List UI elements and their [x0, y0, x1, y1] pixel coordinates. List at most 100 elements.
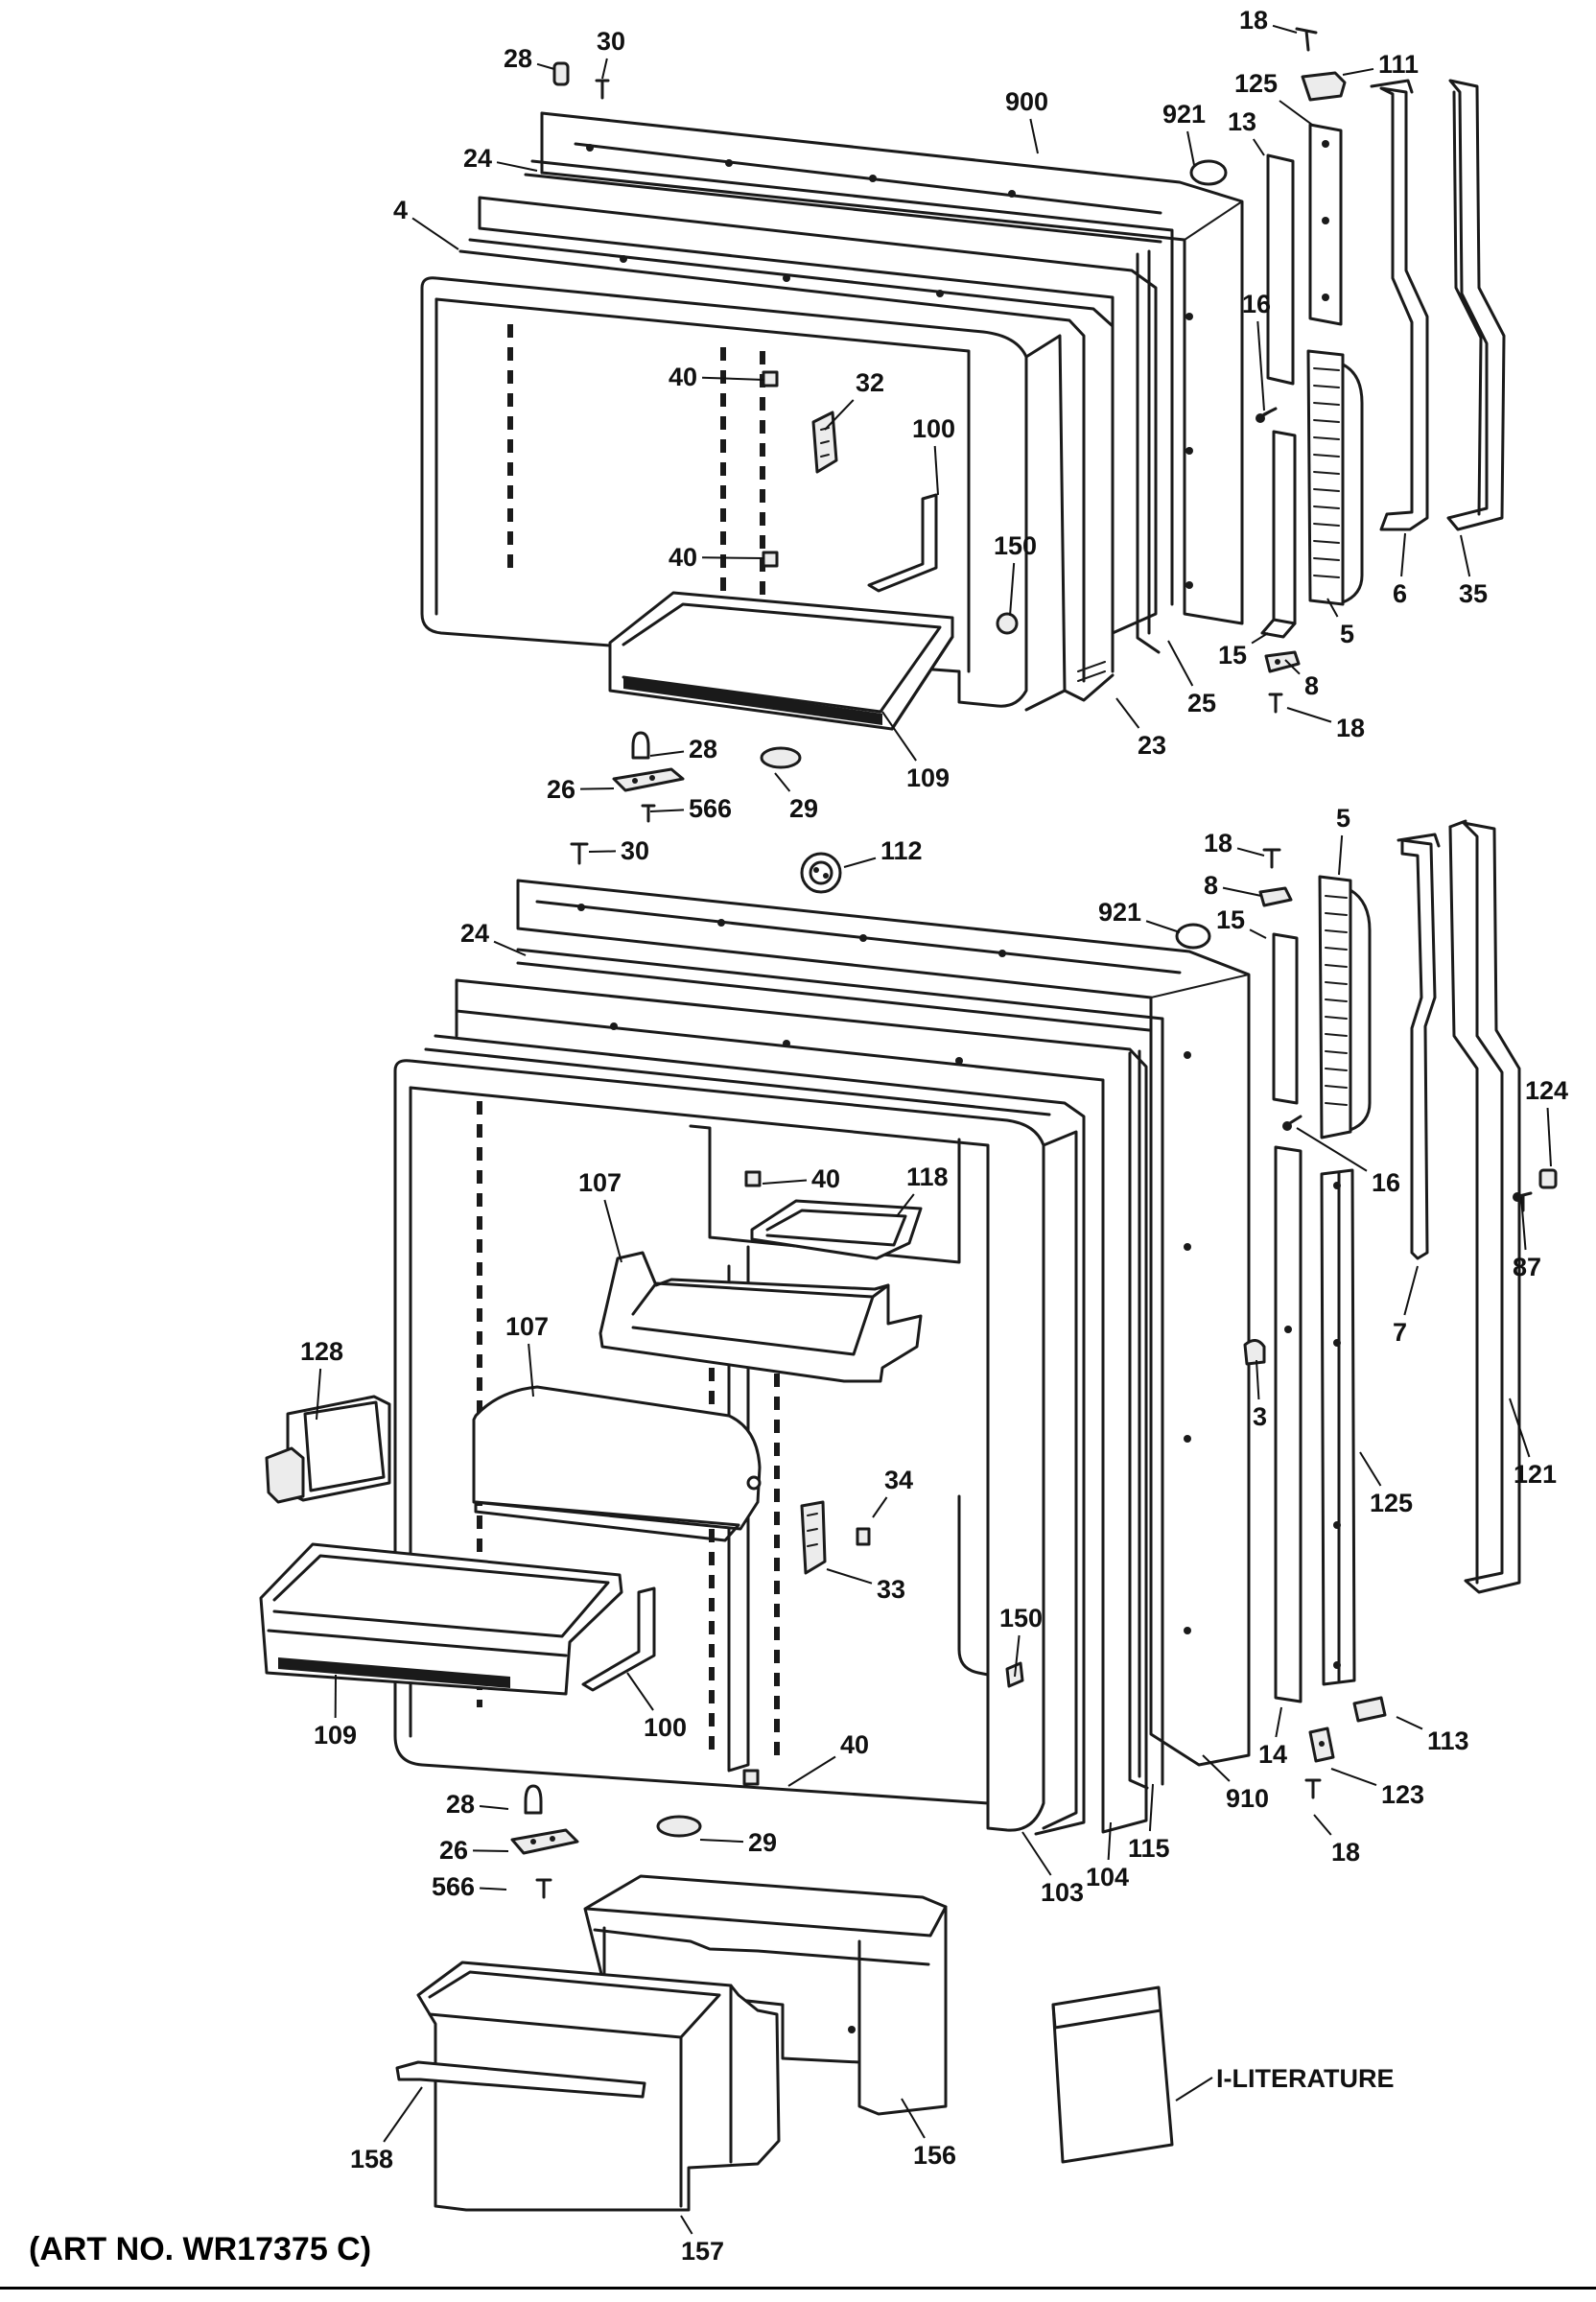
callout-c-18d: 18	[1313, 1814, 1360, 1867]
callout-c-157: 157	[680, 2215, 724, 2266]
fresh-food-dairy-door-107b	[472, 1385, 762, 1542]
callout-label: 5	[1340, 620, 1354, 648]
callout-label: 26	[439, 1836, 468, 1865]
callout-leader-line	[1330, 1768, 1377, 1786]
fresh-food-screw-87	[1513, 1191, 1533, 1212]
callout-c-8a: 8	[1284, 659, 1319, 700]
callout-leader-line	[1115, 697, 1140, 729]
callout-label: 33	[877, 1575, 905, 1604]
callout-leader-line	[699, 1839, 744, 1844]
fresh-food-bracket-8b	[1258, 886, 1293, 907]
callout-c-30b: 30	[588, 836, 649, 865]
callout-c-112: 112	[843, 836, 923, 868]
callout-leader-line	[1296, 1127, 1368, 1172]
callout-label: 4	[393, 196, 408, 224]
callout-c-33: 33	[826, 1568, 905, 1604]
callout-label: 121	[1514, 1460, 1557, 1489]
callout-label: 8	[1204, 871, 1218, 900]
callout-c-24b: 24	[460, 919, 527, 956]
callout-leader-line	[473, 1849, 509, 1852]
callout-leader-line	[479, 1805, 509, 1810]
callout-label: 28	[504, 44, 532, 73]
fresh-food-seal-strip-115	[1128, 1049, 1149, 1790]
callout-c-15b: 15	[1216, 905, 1267, 939]
callout-c-150b: 150	[999, 1604, 1043, 1678]
callout-c-35: 35	[1459, 534, 1488, 608]
freezer-screw-18b	[1268, 693, 1283, 714]
callout-c-28c: 28	[446, 1790, 509, 1819]
callout-label: 40	[840, 1730, 869, 1759]
callout-label: 18	[1336, 714, 1365, 742]
callout-leader-line	[896, 1193, 915, 1217]
freezer-screw-30a	[595, 79, 610, 100]
fresh-food-stop-34	[856, 1527, 871, 1546]
fresh-food-hinge-plate-26b	[510, 1828, 579, 1855]
pan-handle-158	[395, 2060, 646, 2099]
callout-leader-line	[1253, 138, 1265, 156]
callout-leader-line	[536, 62, 555, 70]
callout-label: 109	[314, 1721, 357, 1750]
freezer-door-liner-inner	[420, 276, 1067, 712]
callout-leader-line	[933, 445, 939, 496]
fresh-food-bushing-113	[1352, 1696, 1387, 1723]
fresh-food-door-frame-103	[424, 1034, 1086, 1836]
callout-leader-line	[1186, 130, 1195, 166]
callout-c-566a: 566	[649, 794, 732, 823]
callout-leader-line	[680, 2215, 693, 2235]
callout-label: 107	[505, 1312, 549, 1341]
callout-label: 40	[669, 363, 697, 391]
callout-leader-line	[1520, 1196, 1527, 1251]
callout-leader-line	[649, 750, 685, 757]
freezer-cam-32	[811, 411, 838, 474]
freezer-handle-grille-5	[1306, 349, 1364, 606]
callout-leader-line	[1256, 1359, 1260, 1400]
fresh-food-handle-7	[1396, 833, 1441, 1260]
callout-leader-line	[1396, 1716, 1423, 1730]
fresh-food-screw-16b	[1282, 1115, 1303, 1131]
fresh-food-plug-112	[800, 852, 842, 894]
callout-c-15a: 15	[1218, 632, 1269, 669]
freezer-basket-109	[608, 591, 954, 731]
callout-label: 112	[880, 836, 923, 865]
callout-c-158: 158	[350, 2086, 423, 2173]
fresh-food-door-frame-104	[455, 978, 1148, 1834]
callout-leader-line	[1275, 1706, 1282, 1738]
callout-label: 24	[460, 919, 489, 948]
callout-c-5b: 5	[1336, 804, 1350, 876]
callout-label: 128	[300, 1337, 343, 1366]
freezer-door-bottom-23	[1063, 661, 1115, 702]
callout-label: 104	[1086, 1863, 1129, 1891]
callout-c-28b: 28	[649, 735, 717, 763]
callout-leader-line	[603, 1199, 622, 1263]
callout-leader-line	[702, 556, 765, 559]
callout-c-40b: 40	[669, 543, 765, 572]
callout-c-28a: 28	[504, 44, 555, 73]
callout-leader-line	[1029, 118, 1039, 154]
fresh-food-door-outer-panel-910	[516, 879, 1251, 1767]
callout-label: 25	[1187, 689, 1216, 717]
literature-label: I-LITERATURE	[1216, 2064, 1394, 2093]
fresh-food-screw-30b	[570, 842, 589, 865]
callout-label: 24	[463, 144, 492, 173]
callout-label: 35	[1459, 579, 1488, 608]
fresh-food-trim-14	[1274, 1145, 1303, 1703]
callout-label: 109	[906, 763, 950, 792]
callout-c-100b: 100	[626, 1672, 687, 1742]
callout-leader-line	[316, 1368, 322, 1421]
callout-label: 910	[1226, 1784, 1269, 1813]
callout-label: 87	[1513, 1253, 1541, 1281]
callout-leader-line	[1014, 1634, 1021, 1678]
callout-c-18a: 18	[1239, 6, 1298, 35]
callout-label: 100	[912, 414, 955, 443]
callout-leader-line	[1313, 1814, 1332, 1836]
callout-label: 113	[1427, 1726, 1469, 1755]
callout-c-34: 34	[872, 1466, 913, 1518]
callout-leader-line	[1286, 707, 1332, 723]
callout-leader-line	[383, 2086, 423, 2143]
bottom-rule	[0, 2287, 1596, 2290]
freezer-stop-150	[996, 612, 1019, 635]
callout-c-150a: 150	[994, 531, 1037, 617]
callout-c-23: 23	[1115, 697, 1166, 760]
callout-c-121: 121	[1509, 1398, 1557, 1489]
